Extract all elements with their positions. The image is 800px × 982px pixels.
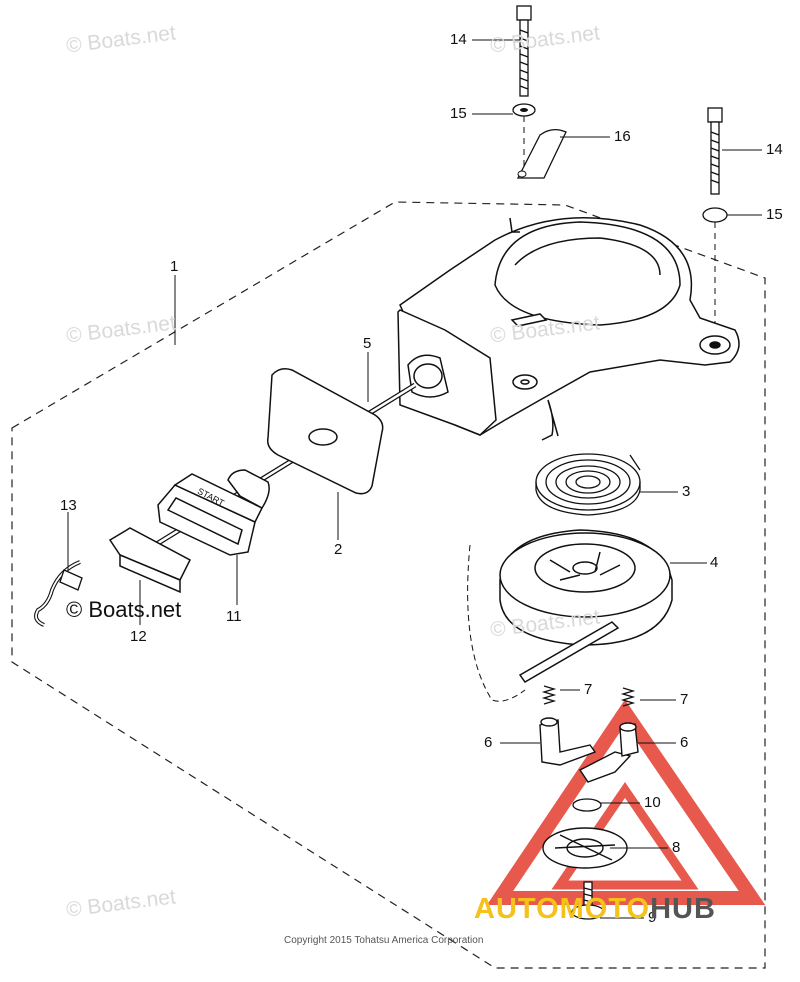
starter-handle-11 — [157, 469, 270, 556]
logo-part-hub: HUB — [650, 893, 716, 925]
logo-part-moto: MOTO — [559, 893, 651, 925]
reel-4 — [467, 529, 673, 702]
leader-lines — [67, 39, 762, 919]
callout-6-left: 6 — [484, 734, 493, 751]
callout-7-left: 7 — [584, 681, 593, 698]
callout-14-top: 14 — [450, 31, 467, 48]
screw-9 — [571, 881, 605, 920]
ratchet-plate-8 — [542, 827, 628, 869]
callout-12: 12 — [130, 628, 147, 645]
circlip-10 — [572, 798, 602, 812]
callout-5: 5 — [363, 335, 372, 352]
pawl-6-right — [578, 722, 639, 783]
callout-1: 1 — [170, 258, 179, 275]
callout-13: 13 — [60, 497, 77, 514]
callout-14-right: 14 — [766, 141, 783, 158]
callout-8: 8 — [672, 839, 681, 856]
callout-6-right: 6 — [680, 734, 689, 751]
copyright-text: Copyright 2015 Tohatsu America Corporati… — [284, 935, 484, 946]
callout-9: 9 — [648, 909, 657, 926]
callout-15-right: 15 — [766, 206, 783, 223]
pawl-6-left — [539, 717, 597, 766]
callout-2: 2 — [334, 541, 343, 558]
callout-7-right: 7 — [680, 691, 689, 708]
rope-knot-13 — [59, 569, 83, 591]
washer-15-right — [702, 207, 728, 223]
callout-10: 10 — [644, 794, 661, 811]
starter-case — [397, 217, 740, 441]
watermark-main: © Boats.net — [66, 597, 182, 622]
pawl-spring-7-left — [541, 685, 557, 705]
logo-part-auto: AUTO — [474, 893, 560, 925]
callout-11: 11 — [226, 608, 242, 625]
automotohub-logo: AUTOMOTOHUB — [474, 893, 716, 926]
handle-insert-12 — [108, 527, 191, 594]
recoil-spring-3 — [535, 453, 641, 516]
rubber-plate-2 — [266, 368, 384, 495]
bolt-14-top — [516, 5, 532, 97]
callout-3: 3 — [682, 483, 691, 500]
callout-16: 16 — [614, 128, 631, 145]
bracket-16 — [516, 128, 567, 179]
pawl-spring-7-right — [620, 687, 636, 707]
bolt-14-right — [707, 107, 723, 195]
callout-15-top: 15 — [450, 105, 467, 122]
callout-4: 4 — [710, 554, 719, 571]
